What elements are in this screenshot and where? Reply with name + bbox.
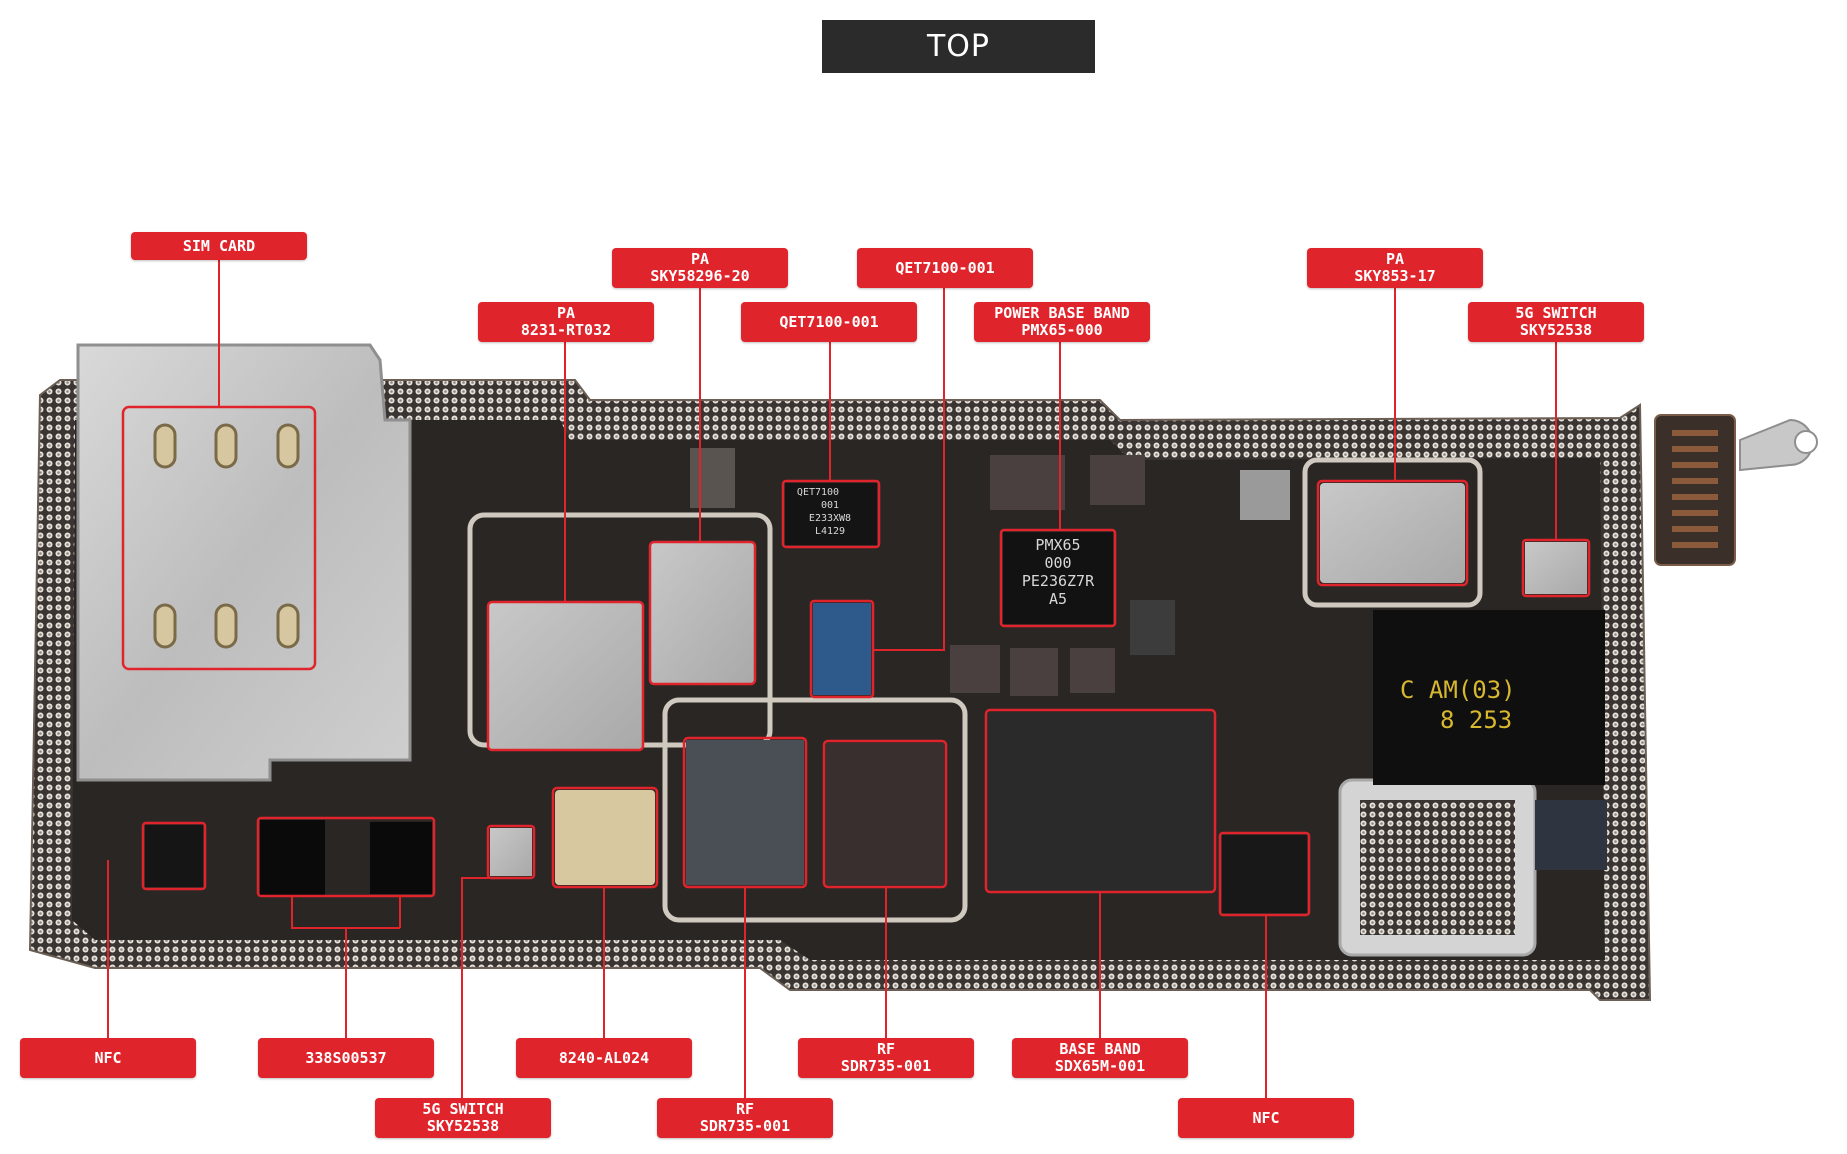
chip-sdr735-a bbox=[686, 740, 804, 885]
label-rf-b-line2: SDR735-001 bbox=[699, 1117, 791, 1135]
chip-sky853 bbox=[1320, 483, 1465, 583]
label-qet7100-b-text: QET7100-001 bbox=[895, 258, 995, 277]
chip-sky52538-top bbox=[1525, 542, 1587, 594]
label-switch-bottom-line1: 5G SWITCH bbox=[422, 1100, 504, 1118]
label-baseband-line1: BASE BAND bbox=[1059, 1040, 1141, 1058]
pmx-marking-1: PMX65 bbox=[1035, 536, 1080, 554]
label-switch-bottom-line2: SKY52538 bbox=[426, 1117, 500, 1135]
apple-marking-1: C AM(03) bbox=[1400, 676, 1516, 704]
apple-marking-2: 8 253 bbox=[1440, 706, 1512, 734]
label-pa-sky853-line2: SKY853-17 bbox=[1354, 267, 1436, 285]
label-338s00537-text: 338S00537 bbox=[305, 1048, 387, 1067]
chip-sky58296 bbox=[650, 542, 755, 684]
chip-qet7100-b bbox=[813, 603, 871, 695]
label-pa-sky58296-line2: SKY58296-20 bbox=[650, 267, 750, 285]
highlight-sky853 bbox=[1316, 479, 1469, 587]
qet-marking-1: QET7100 bbox=[797, 487, 839, 498]
label-pa-8231: PA 8231-RT032 bbox=[478, 302, 654, 342]
label-pmic-line2: PMX65-000 bbox=[1021, 321, 1103, 339]
label-pmic: POWER BASE BAND PMX65-000 bbox=[974, 302, 1150, 342]
label-pa-sky853: PA SKY853-17 bbox=[1307, 248, 1483, 288]
qet-marking-2: 001 bbox=[821, 500, 839, 511]
label-qet7100-a-text: QET7100-001 bbox=[779, 312, 879, 331]
label-pa-8231-line1: PA bbox=[556, 304, 576, 322]
qet-marking-4: L4129 bbox=[815, 526, 845, 537]
label-pa-8231-line2: 8231-RT032 bbox=[520, 321, 612, 339]
label-rf-a: RF SDR735-001 bbox=[798, 1038, 974, 1078]
pmx-marking-2: 000 bbox=[1044, 554, 1071, 572]
label-8240: 8240-AL024 bbox=[516, 1038, 692, 1078]
label-switch-top: 5G SWITCH SKY52538 bbox=[1468, 302, 1644, 342]
sim-card-shield bbox=[76, 343, 412, 782]
pmx-marking-3: PE236Z7R bbox=[1022, 572, 1095, 590]
label-pa-sky58296: PA SKY58296-20 bbox=[612, 248, 788, 288]
pmx-marking-4: A5 bbox=[1049, 590, 1067, 608]
chip-pmx65 bbox=[1003, 532, 1113, 624]
highlight-nfc-left bbox=[141, 821, 207, 891]
chip-sky52538-bottom bbox=[490, 828, 532, 876]
chip-8231 bbox=[488, 602, 643, 750]
highlight-338s bbox=[256, 816, 436, 898]
label-pa-sky58296-line1: PA bbox=[690, 250, 710, 268]
chip-sdx65 bbox=[988, 712, 1213, 890]
chip-nfc-right bbox=[1222, 835, 1307, 913]
chip-8240 bbox=[555, 790, 655, 885]
chip-sdr735-b bbox=[826, 743, 944, 885]
label-rf-a-line2: SDR735-001 bbox=[840, 1057, 932, 1075]
label-qet7100-a: QET7100-001 bbox=[741, 302, 917, 342]
chip-nfc-left bbox=[145, 825, 203, 887]
label-switch-top-line1: 5G SWITCH bbox=[1515, 304, 1597, 322]
chip-338s-b bbox=[370, 822, 432, 894]
highlight-pmx bbox=[999, 528, 1117, 628]
label-8240-text: 8240-AL024 bbox=[558, 1048, 650, 1067]
label-pa-sky853-line1: PA bbox=[1385, 250, 1405, 268]
highlight-switch-bottom bbox=[486, 824, 536, 880]
label-nfc-right-text: NFC bbox=[1252, 1108, 1280, 1127]
label-sim-card: SIM CARD bbox=[131, 232, 307, 260]
label-rf-b-line1: RF bbox=[735, 1100, 755, 1118]
label-qet7100-b: QET7100-001 bbox=[857, 248, 1033, 288]
label-nfc-left: NFC bbox=[20, 1038, 196, 1078]
qet-marking-3: E233XW8 bbox=[809, 513, 851, 524]
label-rf-a-line1: RF bbox=[876, 1040, 896, 1058]
chip-338s-a bbox=[260, 820, 325, 895]
label-baseband: BASE BAND SDX65M-001 bbox=[1012, 1038, 1188, 1078]
page-title: TOP bbox=[822, 20, 1095, 73]
label-sim-card-text: SIM CARD bbox=[182, 236, 256, 255]
highlight-sky58296 bbox=[648, 540, 757, 686]
label-nfc-right: NFC bbox=[1178, 1098, 1354, 1138]
chip-apple bbox=[1373, 610, 1605, 785]
label-switch-bottom: 5G SWITCH SKY52538 bbox=[375, 1098, 551, 1138]
label-baseband-line2: SDX65M-001 bbox=[1054, 1057, 1146, 1075]
chip-qet7100-a bbox=[785, 483, 877, 545]
label-338s00537: 338S00537 bbox=[258, 1038, 434, 1078]
label-pmic-line1: POWER BASE BAND bbox=[994, 304, 1130, 322]
label-nfc-left-text: NFC bbox=[94, 1048, 122, 1067]
label-switch-top-line2: SKY52538 bbox=[1519, 321, 1593, 339]
highlight-nfc-right bbox=[1218, 831, 1311, 917]
label-rf-b: RF SDR735-001 bbox=[657, 1098, 833, 1138]
